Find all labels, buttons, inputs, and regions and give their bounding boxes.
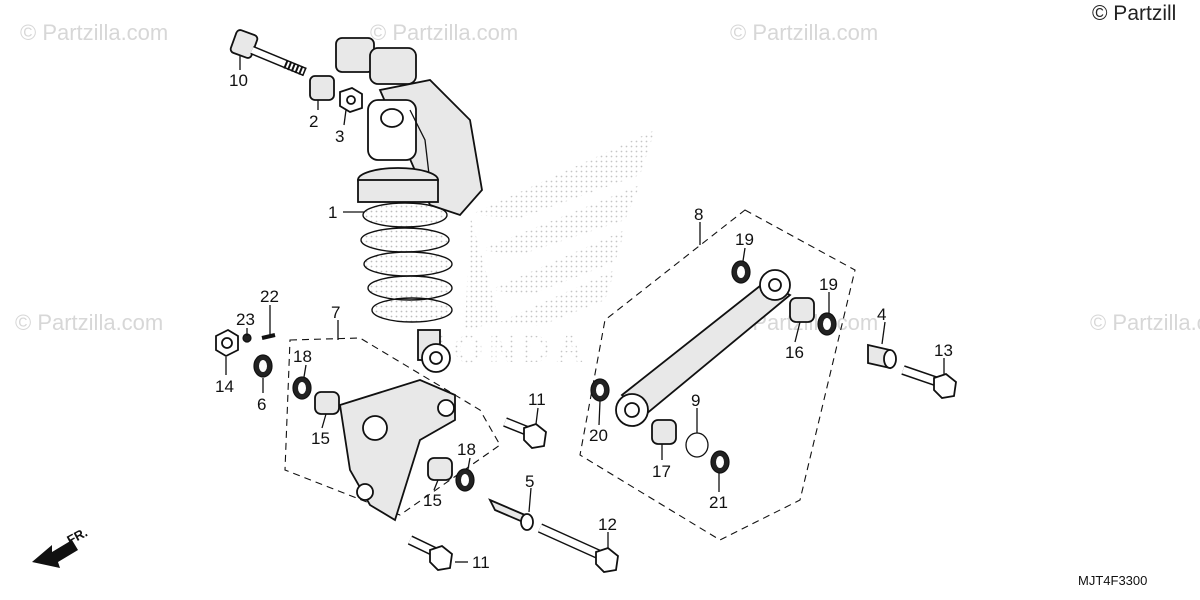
callout-19: 19 [735,230,754,249]
collar-2 [309,75,335,101]
bolt-11 [407,535,453,571]
callout-3: 3 [335,127,344,146]
front-direction-arrow: FR. [32,525,90,568]
callout-18: 18 [293,347,312,366]
bolt-10 [229,29,307,77]
callout-10: 10 [229,71,248,90]
honda-wing-logo: HONDA [420,130,655,371]
circlip-9 [685,432,709,458]
watermark: © Partzilla.com [15,310,163,335]
washer-6 [253,354,273,378]
watermark: © Partzilla.com [20,20,168,45]
screw-22 [261,333,276,340]
callout-2: 2 [309,112,318,131]
callout-15: 15 [311,429,330,448]
seal-21 [710,450,730,474]
bearing-17 [651,419,677,445]
collar-5 [488,498,534,531]
callout-11: 11 [528,390,546,409]
callout-18: 18 [457,440,476,459]
callout-4: 4 [877,305,886,324]
cushion-link-rod [615,269,792,427]
bearing-15 [314,391,453,481]
callout-22: 22 [260,287,279,306]
nut-14 [215,328,239,358]
cushion-arm [338,379,456,522]
callout-7: 7 [331,303,340,322]
callout-19: 19 [819,275,838,294]
callout-9: 9 [691,391,700,410]
bolt-11 [503,417,547,449]
callout-12: 12 [598,515,617,534]
seal-18 [292,376,475,492]
bolt-12 [537,523,619,573]
callout-5: 5 [525,472,534,491]
assembly-box-8 [579,209,856,541]
callout-8: 8 [694,205,703,224]
callout-15: 15 [423,491,442,510]
shock-absorber [335,37,483,373]
copyright-notice: © Partzill [1092,2,1176,25]
watermark: © Partzilla.com [730,20,878,45]
diagram-code: MJT4F3300 [1078,573,1147,588]
callout-17: 17 [652,462,671,481]
watermark: © Partzilla.com [1090,310,1200,335]
bearing-16 [789,297,815,323]
callout-14: 14 [215,377,234,396]
seal-19 [731,260,837,336]
callout-1: 1 [328,203,337,222]
callout-6: 6 [257,395,266,414]
callout-16: 16 [785,343,804,362]
callout-23: 23 [236,310,255,329]
watermark: © Partzilla.com [370,20,518,45]
leader-lines [225,56,945,563]
callout-11: 11 [472,553,490,572]
bolt-13 [901,365,957,399]
assembly-box-7 [284,337,501,516]
callout-21: 21 [709,493,728,512]
callout-13: 13 [934,341,953,360]
nut-3 [339,87,363,113]
seal-20 [590,378,610,402]
collar-4 [867,343,897,370]
callout-20: 20 [589,426,608,445]
